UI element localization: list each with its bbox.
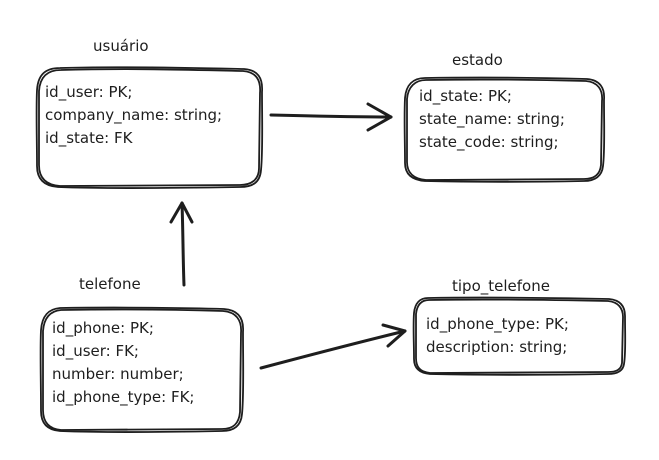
tipo-telefone-box[interactable]	[412, 296, 627, 376]
field-row: id_phone_type: FK;	[52, 388, 195, 406]
usuario-title: usuário	[93, 37, 149, 55]
telefone-box[interactable]	[39, 306, 245, 434]
field-row: id_phone_type: PK;	[426, 315, 569, 333]
field-row: id_user: FK;	[52, 342, 139, 360]
arrow-telefone-to-usuario	[169, 201, 194, 287]
arrow-telefone-to-tipo-telefone	[259, 323, 407, 370]
field-row: number: number;	[52, 365, 184, 383]
estado-box[interactable]	[403, 76, 606, 183]
usuario-fields: id_user: PK; company_name: string; id_st…	[45, 81, 222, 150]
field-row: company_name: string;	[45, 106, 223, 124]
field-row: state_code: string;	[419, 133, 559, 151]
telefone-title: telefone	[79, 275, 141, 293]
tipo-telefone-fields: id_phone_type: PK; description: string;	[426, 313, 569, 359]
field-row: id_phone: PK;	[52, 319, 154, 337]
field-row: description: string;	[426, 338, 568, 356]
estado-fields: id_state: PK; state_name: string; state_…	[419, 85, 565, 154]
usuario-box[interactable]	[35, 66, 264, 190]
arrow-usuario-to-estado	[269, 102, 393, 132]
field-row: id_state: PK;	[419, 87, 512, 105]
field-row: state_name: string;	[419, 110, 565, 128]
telefone-fields: id_phone: PK; id_user: FK; number: numbe…	[52, 317, 194, 409]
field-row: id_user: PK;	[45, 83, 133, 101]
estado-title: estado	[452, 51, 503, 69]
field-row: id_state: FK	[45, 129, 133, 147]
tipo-telefone-title: tipo_telefone	[452, 277, 550, 295]
